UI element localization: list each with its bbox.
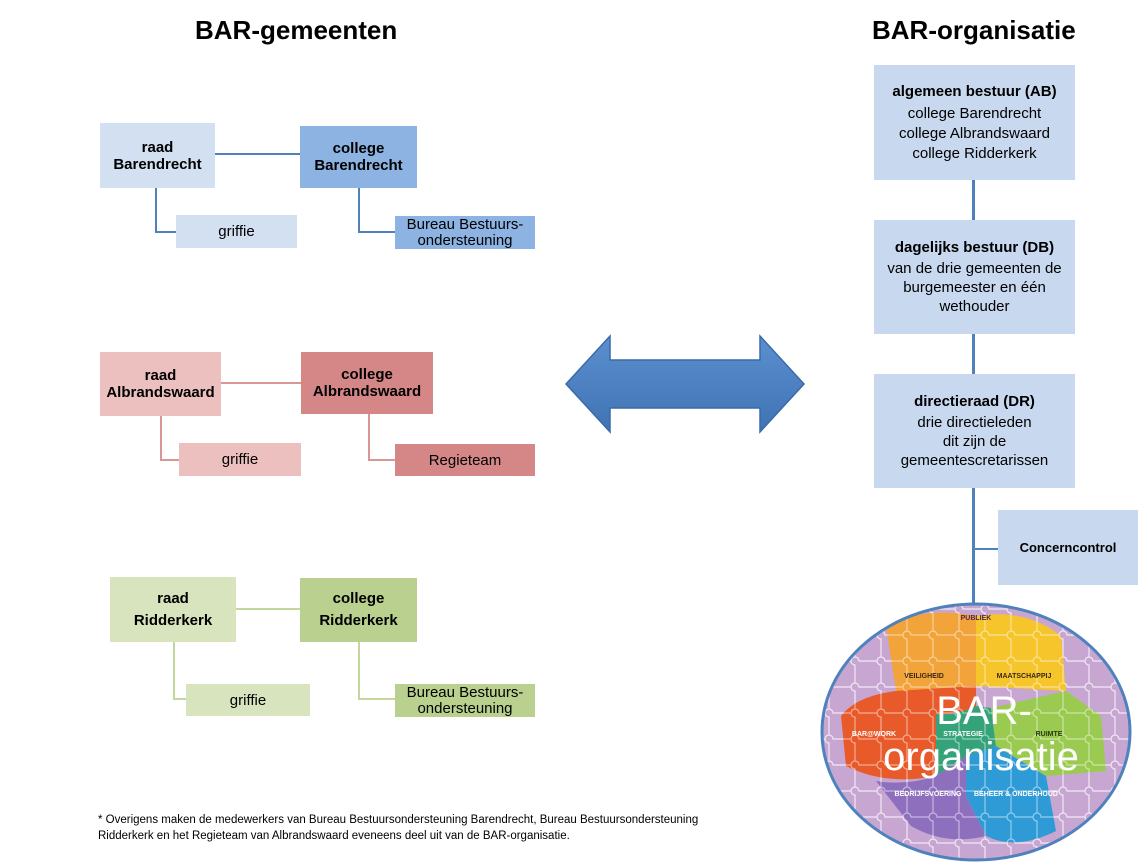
connector-line xyxy=(155,231,177,233)
dr-line: dit zijn de xyxy=(942,433,1007,450)
puzzle-piece-label: MAATSCHAPPIJ xyxy=(997,673,1052,680)
griffie-label: griffie xyxy=(218,223,255,240)
connector-line xyxy=(972,180,975,220)
support-label: Regieteam xyxy=(428,451,502,469)
griffie-barendrecht-box: griffie xyxy=(176,215,297,248)
connector-line xyxy=(972,548,1000,550)
raad-label: raad xyxy=(157,589,189,607)
puzzle-piece-label: BEHEER & ONDERHOUD xyxy=(974,791,1058,798)
college-barendrecht-box: college Barendrecht xyxy=(300,126,417,188)
municipality-label: Albrandswaard xyxy=(106,384,215,401)
puzzle-big-text-line2: organisatie xyxy=(883,735,1079,779)
connector-line xyxy=(358,642,360,700)
right-title: BAR-organisatie xyxy=(872,15,1076,45)
connector-line xyxy=(358,231,396,233)
directieraad-box: directieraad (DR) drie directieleden dit… xyxy=(874,374,1075,488)
raad-ridderkerk-box: raad Ridderkerk xyxy=(110,577,236,642)
db-line: burgemeester en één xyxy=(903,279,1046,296)
connector-line xyxy=(173,698,187,700)
ab-heading: algemeen bestuur (AB) xyxy=(892,82,1057,100)
griffie-albrandswaard-box: griffie xyxy=(179,443,301,476)
connector-line xyxy=(972,334,975,374)
puzzle-piece-label: STRATEGIE xyxy=(943,731,983,738)
support-label-line2: ondersteuning xyxy=(417,699,513,717)
connector-line xyxy=(155,188,157,233)
college-ridderkerk-box: college Ridderkerk xyxy=(300,578,417,642)
algemeen-bestuur-box: algemeen bestuur (AB) college Barendrech… xyxy=(874,65,1075,180)
footnote: * Overigens maken de medewerkers van Bur… xyxy=(98,812,758,844)
college-albrandswaard-box: college Albrandswaard xyxy=(301,352,433,414)
regieteam-albrandswaard-box: Regieteam xyxy=(395,444,535,476)
double-arrow-icon xyxy=(564,334,806,434)
puzzle-piece-label: VEILIGHEID xyxy=(904,673,944,680)
db-line: van de drie gemeenten de xyxy=(887,260,1062,277)
connector-line xyxy=(173,642,175,700)
puzzle-piece-label: RUIMTE xyxy=(1036,731,1063,738)
municipality-label: Albrandswaard xyxy=(312,383,422,400)
college-label: college xyxy=(341,366,393,383)
bar-organisatie-puzzle-logo: PUBLIEK VEILIGHEID MAATSCHAPPIJ BAR@WORK… xyxy=(820,602,1132,862)
puzzle-piece-label: BEDRIJFSVOERING xyxy=(895,791,962,798)
db-heading: dagelijks bestuur (DB) xyxy=(894,239,1055,256)
connector-line xyxy=(368,414,370,461)
dr-heading: directieraad (DR) xyxy=(914,393,1035,410)
puzzle-big-text-line1: BAR- xyxy=(936,689,1032,733)
concerncontrol-label: Concerncontrol xyxy=(1019,539,1117,555)
puzzle-piece-label: BAR@WORK xyxy=(852,731,896,738)
raad-barendrecht-box: raad Barendrecht xyxy=(100,123,215,188)
bureau-bestuursondersteuning-barendrecht-box: Bureau Bestuurs- ondersteuning xyxy=(395,216,535,249)
dagelijks-bestuur-box: dagelijks bestuur (DB) van de drie gemee… xyxy=(874,220,1075,334)
support-label-line2: ondersteuning xyxy=(417,231,513,249)
municipality-label: Barendrecht xyxy=(113,155,202,173)
raad-albrandswaard-box: raad Albrandswaard xyxy=(100,352,221,416)
concerncontrol-box: Concerncontrol xyxy=(998,510,1138,585)
footnote-line2: Ridderkerk en het Regieteam van Albrands… xyxy=(98,830,570,842)
connector-line xyxy=(368,459,396,461)
dr-line: gemeentescretarissen xyxy=(900,452,1049,469)
support-label-line1: Bureau Bestuurs- xyxy=(406,215,524,233)
ab-line: college Barendrecht xyxy=(907,104,1042,122)
griffie-ridderkerk-box: griffie xyxy=(186,684,310,716)
left-title: BAR-gemeenten xyxy=(195,15,398,45)
puzzle-piece-label: PUBLIEK xyxy=(961,615,992,622)
connector-line xyxy=(358,698,396,700)
db-line: wethouder xyxy=(939,298,1010,315)
griffie-label: griffie xyxy=(229,691,267,709)
ab-line: college Ridderkerk xyxy=(912,144,1037,162)
raad-label: raad xyxy=(141,138,174,156)
raad-label: raad xyxy=(144,367,177,384)
connector-line xyxy=(160,459,180,461)
bureau-bestuursondersteuning-ridderkerk-box: Bureau Bestuurs- ondersteuning xyxy=(395,684,535,717)
connector-line xyxy=(160,416,162,461)
griffie-label: griffie xyxy=(221,451,259,468)
footnote-line1: * Overigens maken de medewerkers van Bur… xyxy=(98,814,699,826)
connector-line xyxy=(214,153,302,155)
municipality-label: Barendrecht xyxy=(314,157,403,174)
municipality-label: Ridderkerk xyxy=(133,611,213,629)
connector-line xyxy=(358,188,360,233)
college-label: college xyxy=(332,590,385,607)
connector-line xyxy=(220,382,302,384)
support-label-line1: Bureau Bestuurs- xyxy=(406,683,524,701)
ab-line: college Albrandswaard xyxy=(899,124,1050,142)
connector-line xyxy=(236,608,302,610)
municipality-label: Ridderkerk xyxy=(319,612,398,629)
connector-line xyxy=(972,488,975,620)
college-label: college xyxy=(332,140,385,157)
dr-line: drie directieleden xyxy=(917,414,1032,431)
